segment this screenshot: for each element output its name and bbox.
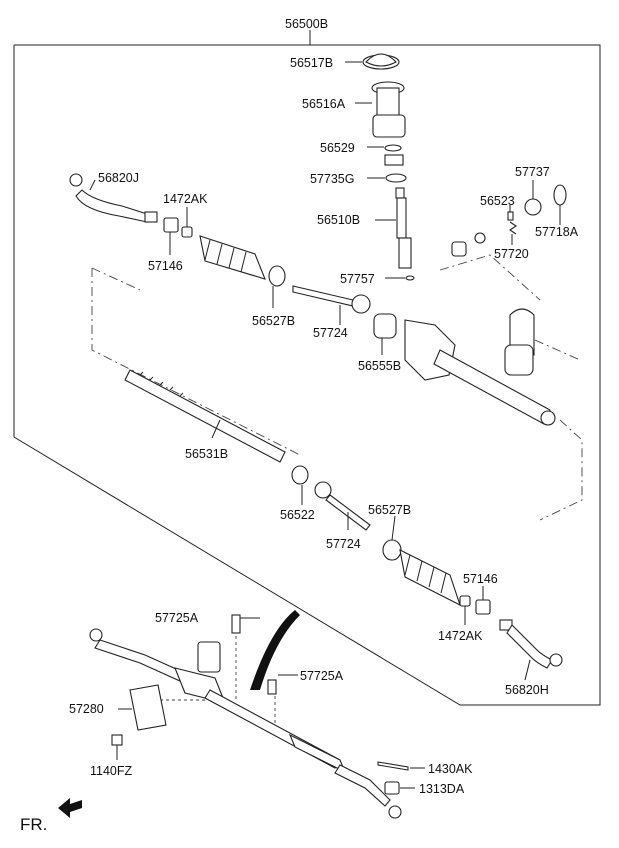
part-1313DA-nut bbox=[384, 781, 415, 795]
label-56555B: 56555B bbox=[358, 359, 401, 373]
label-56527B-top: 56527B bbox=[252, 314, 295, 328]
part-57724-inner-rod-bottom bbox=[314, 481, 371, 531]
label-56510B: 56510B bbox=[317, 213, 360, 227]
label-56820J: 56820J bbox=[98, 171, 139, 185]
part-56510B-pinion bbox=[375, 187, 412, 269]
alignment-lines bbox=[91, 254, 583, 730]
part-boot-bottom bbox=[399, 549, 461, 607]
label-1313DA: 1313DA bbox=[419, 782, 465, 796]
part-1472AK-clamp-top bbox=[181, 207, 193, 238]
label-57720: 57720 bbox=[494, 247, 529, 261]
part-yoke-group bbox=[451, 180, 567, 257]
label-56531B: 56531B bbox=[185, 447, 228, 461]
part-1430AK-pin bbox=[377, 761, 425, 771]
part-56531B-rack bbox=[124, 369, 286, 463]
part-57724-inner-rod-top bbox=[292, 285, 371, 325]
part-1140FZ-bolt bbox=[111, 734, 123, 760]
part-56529-ring bbox=[367, 144, 402, 152]
label-1472AK-top: 1472AK bbox=[163, 192, 208, 206]
label-57724-bottom: 57724 bbox=[326, 537, 361, 551]
part-57146-bottom bbox=[475, 586, 491, 615]
part-56522-bushing bbox=[291, 465, 309, 505]
label-56516A: 56516A bbox=[302, 97, 346, 111]
part-56527B-band-bottom bbox=[382, 515, 402, 561]
part-boot-top bbox=[199, 235, 266, 280]
label-57735G: 57735G bbox=[310, 172, 354, 186]
assembly-boundary bbox=[13, 30, 601, 706]
label-57725A-top: 57725A bbox=[155, 611, 199, 625]
part-57757 bbox=[385, 275, 415, 281]
part-57735G-bearing bbox=[367, 154, 407, 183]
part-57280-cover bbox=[118, 684, 167, 731]
part-56517B-cap bbox=[345, 53, 400, 70]
label-57724-top: 57724 bbox=[313, 326, 348, 340]
label-57146-top: 57146 bbox=[148, 259, 183, 273]
part-assembled-steering-gear bbox=[89, 610, 402, 819]
part-56527B-band-top bbox=[268, 265, 286, 308]
label-57757: 57757 bbox=[340, 272, 375, 286]
label-57737: 57737 bbox=[515, 165, 550, 179]
label-57280: 57280 bbox=[69, 702, 104, 716]
label-56529: 56529 bbox=[320, 141, 355, 155]
label-57718A: 57718A bbox=[535, 225, 579, 239]
label-57725A-mid: 57725A bbox=[300, 669, 344, 683]
part-56516A-housing bbox=[355, 81, 406, 138]
label-1472AK-bottom: 1472AK bbox=[438, 629, 483, 643]
front-direction-label: FR. bbox=[20, 815, 47, 834]
label-57146-bottom: 57146 bbox=[463, 572, 498, 586]
label-1430AK: 1430AK bbox=[428, 762, 473, 776]
part-rack-housing bbox=[404, 308, 556, 426]
label-56527B-bottom: 56527B bbox=[368, 503, 411, 517]
part-57146-top bbox=[163, 217, 179, 255]
label-56517B: 56517B bbox=[290, 56, 333, 70]
front-direction-arrow-icon bbox=[58, 798, 82, 818]
part-56820J-tie-rod-end bbox=[69, 173, 158, 223]
label-1140FZ: 1140FZ bbox=[90, 764, 133, 778]
label-56820H: 56820H bbox=[505, 683, 549, 697]
part-56555B-bushing bbox=[373, 313, 397, 355]
label-56522: 56522 bbox=[280, 508, 315, 522]
label-56523: 56523 bbox=[480, 194, 515, 208]
assembly-label: 56500B bbox=[285, 17, 328, 31]
part-56820H-tie-rod-end bbox=[499, 619, 563, 681]
part-1472AK-clamp-bottom bbox=[459, 595, 471, 625]
